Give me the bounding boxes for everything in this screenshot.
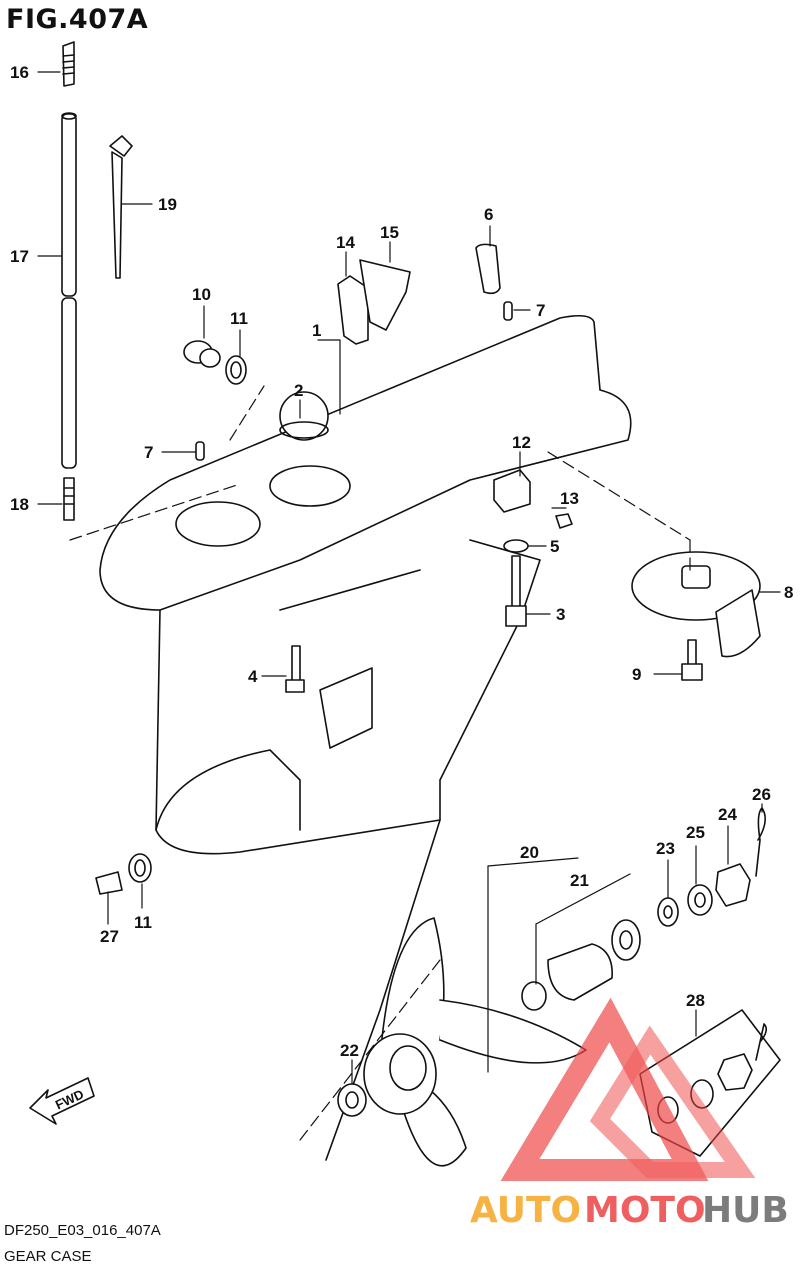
callout-14: 14 (336, 233, 355, 252)
part-22-thrust-washer (337, 1083, 367, 1117)
callout-23: 23 (656, 839, 675, 858)
part-3-bolt (505, 555, 527, 627)
part-18-fitting (63, 477, 75, 521)
callout-16: 16 (10, 63, 29, 82)
part-17-shaft (61, 112, 77, 469)
callout-9: 9 (632, 665, 641, 684)
callout-25: 25 (686, 823, 705, 842)
callout-11-lower: 11 (134, 913, 152, 932)
callout-1: 1 (312, 321, 321, 340)
callout-7-upper: 7 (536, 301, 545, 320)
callout-12: 12 (512, 433, 531, 452)
watermark-logo: AUTO MOTO HUB (470, 997, 789, 1231)
callout-28: 28 (686, 991, 705, 1010)
callout-24: 24 (718, 805, 737, 824)
part-12-mount (493, 469, 531, 513)
part-9-bolt (681, 639, 703, 681)
part-11-washer-lower (128, 853, 152, 883)
callout-19: 19 (158, 195, 177, 214)
part-27-plug (95, 871, 123, 895)
callout-10: 10 (192, 285, 211, 304)
callout-8: 8 (784, 583, 793, 602)
part-8-trim-tab (631, 551, 761, 658)
callout-3: 3 (556, 605, 565, 624)
part-11-washer-upper (225, 355, 247, 385)
part-16-cap (62, 41, 75, 87)
callout-5: 5 (550, 537, 559, 556)
part-4-bolt (285, 645, 305, 693)
callout-2: 2 (294, 381, 303, 400)
model-code: DF250_E03_016_407A (4, 1222, 161, 1239)
callout-7-lower: 7 (144, 443, 153, 462)
part-10-plug (183, 340, 221, 368)
callout-4: 4 (248, 667, 258, 686)
callout-18: 18 (10, 495, 29, 514)
part-25-washer (687, 884, 713, 916)
callout-13: 13 (560, 489, 579, 508)
part-13-bolt (555, 513, 573, 529)
part-7-pin-upper (503, 301, 513, 321)
callout-27: 27 (100, 927, 119, 946)
watermark-auto: AUTO (470, 1190, 581, 1231)
watermark-hub: HUB (702, 1190, 789, 1231)
callout-26: 26 (752, 785, 771, 804)
part-24-nut (715, 863, 751, 907)
part-23-washer (657, 897, 679, 927)
gear-case-housing (99, 314, 632, 1161)
part-5-washer (503, 539, 529, 553)
callout-17: 17 (10, 247, 29, 266)
part-19-cable-tie (109, 135, 133, 279)
part-callouts: 16 17 18 19 10 11 14 15 1 2 6 7 7 12 13 … (10, 63, 793, 1060)
callout-22: 22 (340, 1041, 359, 1060)
part-26-cotter-pin (755, 807, 766, 877)
callout-21: 21 (570, 871, 589, 890)
callout-20: 20 (520, 843, 539, 862)
callout-15: 15 (380, 223, 399, 242)
part-14-15-clip (337, 259, 411, 345)
fwd-label: FWD (53, 1086, 86, 1112)
callout-11-upper: 11 (230, 309, 248, 328)
watermark-moto: MOTO (584, 1190, 706, 1231)
diagram-caption: GEAR CASE (4, 1248, 92, 1265)
callout-6: 6 (484, 205, 493, 224)
figure-title: FIG.407A (6, 4, 149, 35)
part-21-bushing (521, 919, 641, 1011)
part-6-anode (475, 243, 501, 295)
propeller (363, 917, 587, 1167)
leader-lines (37, 71, 781, 1141)
fwd-arrow-icon (29, 1077, 95, 1125)
part-7-pin-lower (195, 441, 205, 461)
